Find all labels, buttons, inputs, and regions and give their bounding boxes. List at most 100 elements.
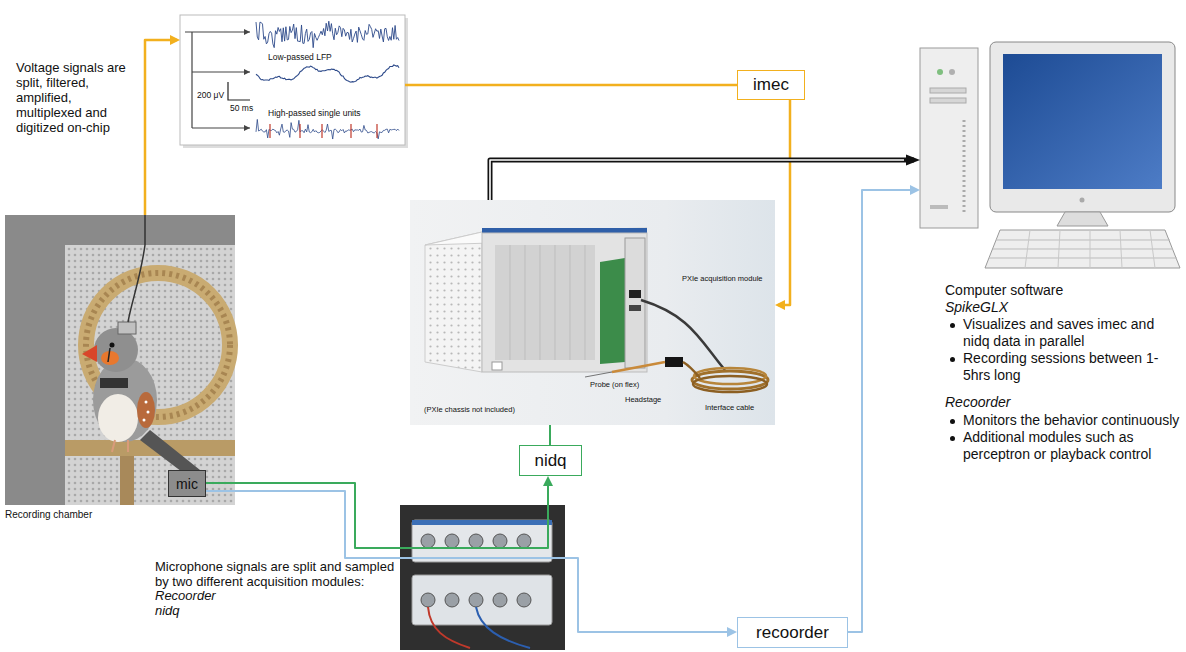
- recording-chamber-photo: [100, 378, 128, 388]
- pxie-photo: PXIe acquisition moduleProbe (on flex) He…: [410, 200, 775, 425]
- recording-chamber-photo: [145, 401, 148, 404]
- node-text: nidq: [534, 451, 566, 471]
- node-text: (PXIe chassis not included): [424, 405, 515, 414]
- node-text: mic: [176, 476, 198, 492]
- recording-chamber-photo: [137, 392, 155, 428]
- daq-device-photo: [445, 534, 459, 548]
- daq-device-photo: [428, 607, 470, 648]
- annotation-text: Voltage signals are split, filtered, amp…: [16, 60, 134, 135]
- recording-chamber-photo: [108, 348, 110, 362]
- computer-icon: [930, 98, 966, 103]
- node-text: recoorder: [756, 623, 829, 643]
- pxie-photo: [600, 258, 625, 364]
- recording-chamber-photo: [120, 456, 134, 505]
- signal-plot-panel: [192, 71, 250, 72]
- signal-connector: [549, 425, 551, 445]
- node-text: Probe (on flex): [590, 380, 639, 389]
- signal-plot: Low-passed LFP200 μV50 msHigh-passed sin…: [180, 15, 405, 145]
- daq-device-photo: [469, 593, 483, 607]
- node-text: Computer software: [945, 282, 1181, 299]
- stream-label-box: recoorder: [737, 617, 848, 648]
- pxie-photo: [629, 305, 641, 311]
- computer-icon: [920, 42, 1180, 268]
- pxie-photo: [625, 238, 645, 368]
- pxie-photo: [629, 290, 641, 298]
- computer-icon: [937, 69, 943, 75]
- node-text: Headstage: [625, 395, 661, 404]
- signal-connector: [848, 190, 917, 632]
- mic-box: mic: [168, 470, 206, 497]
- signal-connector: [145, 40, 177, 215]
- stream-label-box: imec: [737, 70, 805, 100]
- pxie-photo: [683, 362, 700, 378]
- pxie-photo: [693, 376, 767, 392]
- note-block: Voltage signals are split, filtered, amp…: [16, 60, 134, 135]
- signal-connector: [206, 479, 548, 548]
- recording-chamber-photo: [128, 215, 145, 322]
- daq-device-photo: [421, 534, 435, 548]
- recording-chamber-photo: [65, 245, 235, 505]
- signal-plot-panel: [180, 15, 408, 148]
- pxie-photo: [585, 372, 612, 377]
- node-text: Interface cable: [705, 403, 754, 412]
- computer-icon: [930, 88, 966, 93]
- recording-chamber-photo: [98, 394, 138, 442]
- text-holder: Recording chamber: [5, 509, 92, 520]
- signal-plot-panel: [256, 21, 399, 47]
- text-holder: PXIe acquisition module: [682, 274, 762, 283]
- node-text: Low-passed LFP: [268, 52, 332, 62]
- daq-device-photo: [493, 593, 507, 607]
- text-list: Computer softwareSpikeGLXVisualizes and …: [945, 282, 1181, 463]
- recording-chamber-photo: [93, 358, 157, 442]
- signal-plot-panel: [228, 82, 250, 100]
- pxie-photo: [492, 362, 502, 370]
- computer-icon: [1025, 230, 1155, 268]
- daq-device-photo: [517, 534, 531, 548]
- recording-chamber-photo: [118, 322, 136, 334]
- double-line-core: [490, 160, 904, 200]
- text-holder: Interface cable: [705, 403, 754, 412]
- daq-device-photo: [412, 520, 552, 562]
- recording-chamber-photo: [110, 343, 115, 348]
- signal-plot-panel: [256, 65, 399, 82]
- daq-device-photo: [412, 520, 552, 525]
- node-text: High-passed single units: [268, 108, 361, 118]
- recording-chamber-photo: [143, 419, 146, 422]
- recording-chamber-photo: [94, 328, 138, 372]
- pxie-photo: [612, 362, 665, 372]
- signal-plot-panel: [180, 15, 405, 145]
- daq-device-photo: [493, 534, 507, 548]
- computer-icon: [963, 120, 966, 212]
- signal-plot-panel: [185, 31, 250, 32]
- pxie-photo: [482, 233, 647, 372]
- pxie-photo: [665, 357, 683, 367]
- recording-chamber-photo: [5, 215, 235, 505]
- node-text: imec: [753, 75, 789, 95]
- pxie-photo: [641, 300, 725, 370]
- annotation-text: Recoorder: [155, 589, 395, 604]
- node-text: Visualizes and saves imec and nidq data …: [945, 316, 1181, 350]
- pxie-photo: [510, 245, 585, 360]
- pxie-photo: [692, 371, 768, 389]
- signal-connector: [778, 100, 790, 305]
- daq-device-photo: [445, 593, 459, 607]
- annotation-text: nidq: [155, 604, 395, 619]
- text-holder: Headstage: [625, 395, 661, 404]
- node-text: PXIe acquisition module: [682, 274, 762, 283]
- node-text: Additional modules such as perceptron or…: [945, 429, 1181, 463]
- pxie-photo: [425, 232, 482, 372]
- text-holder: (PXIe chassis not included): [424, 405, 515, 414]
- pxie-photo: [482, 228, 647, 233]
- connector-group: [145, 40, 917, 632]
- daq-device-photo: [400, 505, 565, 650]
- daq-device-photo: [469, 534, 483, 548]
- node-text: 200 μV: [197, 90, 224, 100]
- recording-chamber-photo: [5, 215, 235, 505]
- computer-icon: [989, 240, 1177, 258]
- computer: Computer softwareSpikeGLXVisualizes and …: [920, 40, 1184, 469]
- signal-plot-panel: [256, 119, 399, 139]
- recording-chamber-photo: [82, 345, 97, 362]
- pxie-photo: [410, 200, 775, 425]
